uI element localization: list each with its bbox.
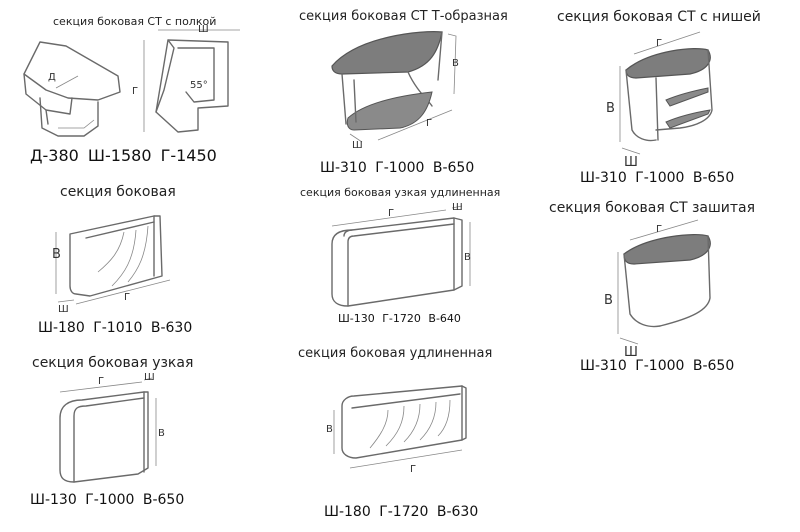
dimension-sh-label: Ш	[58, 304, 69, 315]
product-title: секция боковая узкая удлиненная	[300, 186, 501, 199]
product-dimensions: Д-380 Ш-1580 Г-1450	[30, 146, 217, 165]
dimension-g-label: Г	[124, 292, 130, 303]
product-drawing: Г В Ш	[606, 31, 713, 170]
dimension-g-label: Г	[98, 376, 104, 387]
product-title: секция боковая СТ Т-образная	[299, 9, 508, 24]
product-title: секция боковая удлиненная	[298, 346, 493, 361]
dimension-v-label: В	[452, 58, 459, 69]
dimension-sh-label: Ш	[144, 372, 155, 383]
product-title: секция боковая СТ с нишей	[557, 9, 761, 25]
product-drawing: В Г	[326, 385, 467, 475]
product-drawing: Г В Ш	[604, 219, 711, 360]
dimension-v-label: В	[464, 252, 471, 263]
dimension-sh-label: Ш	[624, 345, 638, 360]
dimension-g-label: Г	[388, 208, 394, 219]
product-drawing: Г Ш В	[331, 202, 471, 307]
dimension-v-label: В	[158, 428, 165, 439]
dimension-d-label: Д	[48, 72, 56, 83]
dimension-g-label: Г	[656, 224, 662, 235]
product-title: секция боковая СТ зашитая	[549, 200, 756, 216]
product-dimensions: Ш-180 Г-1010 В-630	[38, 320, 193, 336]
angle-label: 55°	[190, 80, 208, 91]
dimension-g-label: Г	[656, 38, 662, 49]
dimension-sh-label: Ш	[452, 202, 463, 213]
product-title: секция боковая узкая	[32, 355, 194, 371]
product-title: секция боковая	[60, 184, 176, 200]
dimension-v-label: В	[606, 101, 615, 116]
product-title: секция боковая СТ с полкой	[53, 15, 217, 28]
product-dimensions: Ш-310 Г-1000 В-650	[320, 160, 475, 176]
dimension-g-label: Г	[132, 86, 138, 97]
product-dimensions: Ш-130 Г-1000 В-650	[30, 492, 185, 508]
product-dimensions: Ш-130 Г-1720 В-640	[338, 312, 461, 325]
product-drawing: Г Ш В	[59, 372, 165, 483]
dimension-v-label: В	[326, 424, 333, 435]
dimension-sh-label: Ш	[198, 24, 209, 35]
dimension-g-label: Г	[410, 464, 416, 475]
dimension-v-label: В	[52, 247, 61, 262]
dimension-sh-label: Ш	[624, 155, 638, 170]
product-dimensions: Ш-310 Г-1000 В-650	[580, 170, 735, 186]
product-drawing: Д Ш Г 55°	[23, 24, 240, 137]
product-dimensions: Ш-310 Г-1000 В-650	[580, 358, 735, 374]
dimension-sh-label: Ш	[352, 140, 363, 151]
dimension-g-label: Г	[426, 118, 432, 129]
dimension-v-label: В	[604, 293, 613, 308]
product-drawing: В Ш Г	[52, 215, 171, 315]
product-dimensions: Ш-180 Г-1720 В-630	[324, 504, 479, 520]
product-drawing: В Ш Г	[331, 31, 459, 151]
